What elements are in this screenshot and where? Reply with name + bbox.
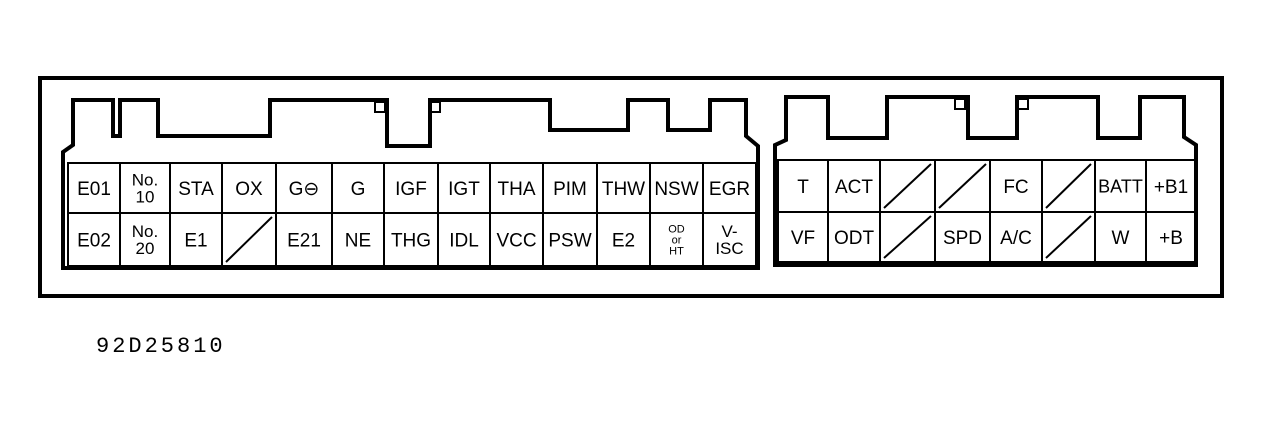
pin-label: THG <box>391 230 431 251</box>
unused-pin-diagonal <box>225 216 273 263</box>
pin-label: THW <box>602 179 645 200</box>
pin-label: EGR <box>709 179 750 200</box>
pin-label: OX <box>235 179 263 200</box>
pin-label: IGT <box>448 179 480 200</box>
pin-label: No.10 <box>132 171 158 207</box>
pin-label: SPD <box>943 228 982 249</box>
pin-label: G <box>351 179 366 200</box>
pin-label: IGF <box>395 179 427 200</box>
pin-label: PSW <box>548 230 591 251</box>
pin-label: T <box>797 177 809 198</box>
pin-label: E21 <box>287 230 321 251</box>
unused-pin-diagonal <box>883 163 932 209</box>
pin-label: BATT <box>1098 176 1143 196</box>
pin-label: THA <box>498 179 536 200</box>
pin-label: VCC <box>496 230 536 251</box>
unused-pin-diagonal <box>883 215 932 259</box>
key-notch <box>429 101 441 113</box>
pin-label: VF <box>791 228 815 249</box>
connector-housing-outline <box>38 76 1224 298</box>
pin-label: E1 <box>184 230 207 251</box>
figure-code: 92D25810 <box>96 334 226 359</box>
pin-label: A/C <box>1000 228 1032 249</box>
pin-label: NSW <box>654 179 698 200</box>
pin-label: PIM <box>553 179 587 200</box>
key-notch <box>954 98 966 110</box>
left-connector-outline <box>61 98 760 270</box>
unused-pin-diagonal <box>938 163 987 209</box>
pin-label: E01 <box>77 179 111 200</box>
unused-pin-diagonal <box>1045 215 1092 259</box>
pin-label: +B <box>1159 228 1183 249</box>
unused-pin-diagonal <box>1045 163 1092 209</box>
pin-label: ACT <box>835 177 873 198</box>
pin-cell <box>1145 211 1197 263</box>
pin-cell <box>702 212 757 267</box>
key-notch <box>1017 98 1029 110</box>
pin-label: +B1 <box>1154 177 1188 198</box>
left-pin-grid: E01 No.10 STA OX G⊖ G IGF IGT THA PIM THW NSW EGR E02… <box>67 162 757 267</box>
pin-label: No.20 <box>132 222 158 258</box>
pin-label: ODT <box>834 228 875 249</box>
key-notch <box>374 101 386 113</box>
pin-label: V-ISC <box>715 222 743 258</box>
pin-label: STA <box>178 179 214 200</box>
pin-label: NE <box>345 230 371 251</box>
pin-label: E02 <box>77 230 111 251</box>
pin-label: G⊖ <box>289 179 320 200</box>
right-connector-outline <box>773 95 1198 267</box>
pin-label: E2 <box>612 230 635 251</box>
pin-label: W <box>1112 228 1130 249</box>
pin-label: FC <box>1003 177 1028 198</box>
pin-label: IDL <box>449 230 479 251</box>
